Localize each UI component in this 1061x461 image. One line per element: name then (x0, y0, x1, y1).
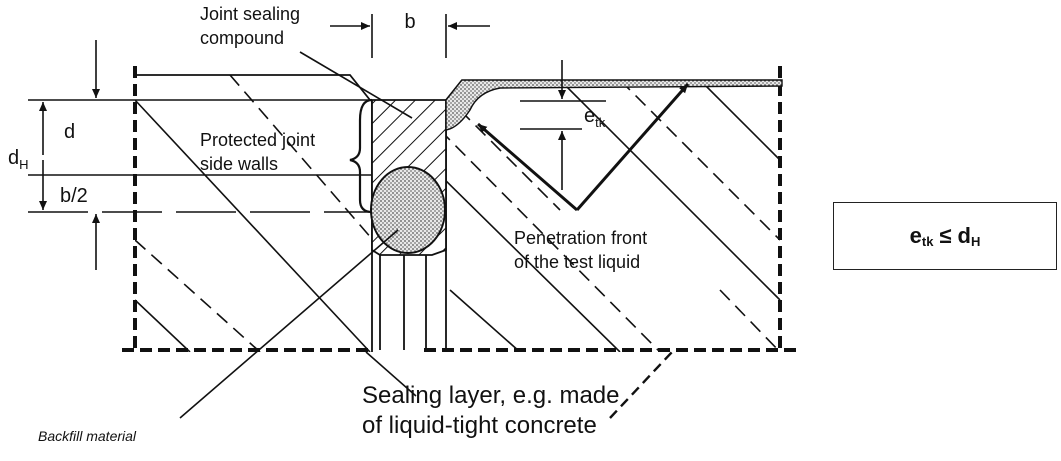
penetration-front (477, 83, 690, 212)
dim-left-vertical (28, 40, 372, 270)
dim-b (330, 14, 490, 58)
dim-b-label: b (404, 11, 415, 33)
criterion-e-sub: tk (921, 233, 934, 249)
concrete-surface (135, 74, 463, 101)
dim-etk (520, 60, 606, 190)
dim-d-label: d (64, 121, 75, 143)
penetration-front-label: Penetration front of the test liquid (514, 228, 652, 272)
dim-dH-label: dH (8, 147, 29, 172)
criterion-d: d (957, 223, 971, 248)
dim-etk-label: etk (584, 105, 606, 130)
dim-b-half-label: b/2 (60, 185, 88, 207)
criterion-e: e (909, 223, 922, 248)
bottom-leaders (179, 229, 673, 419)
slab-frame (122, 66, 800, 352)
criterion-d-sub: H (970, 233, 981, 249)
backer-rod (370, 166, 446, 254)
left-slab-hatch (135, 75, 372, 352)
backfill-label: Backfill material (38, 428, 137, 444)
joint-sealing-leader (299, 51, 413, 119)
protected-walls-label: Protected joint side walls (200, 130, 320, 174)
joint-sealing-label: Joint sealing compound (200, 4, 305, 48)
right-slab-hatch (446, 80, 781, 352)
penetration-zone (445, 79, 783, 131)
protected-walls-brace (349, 98, 373, 214)
criterion-op: ≤ (939, 223, 952, 248)
sealing-layer-label: Sealing layer, e.g. made of liquid-tight… (362, 382, 626, 439)
